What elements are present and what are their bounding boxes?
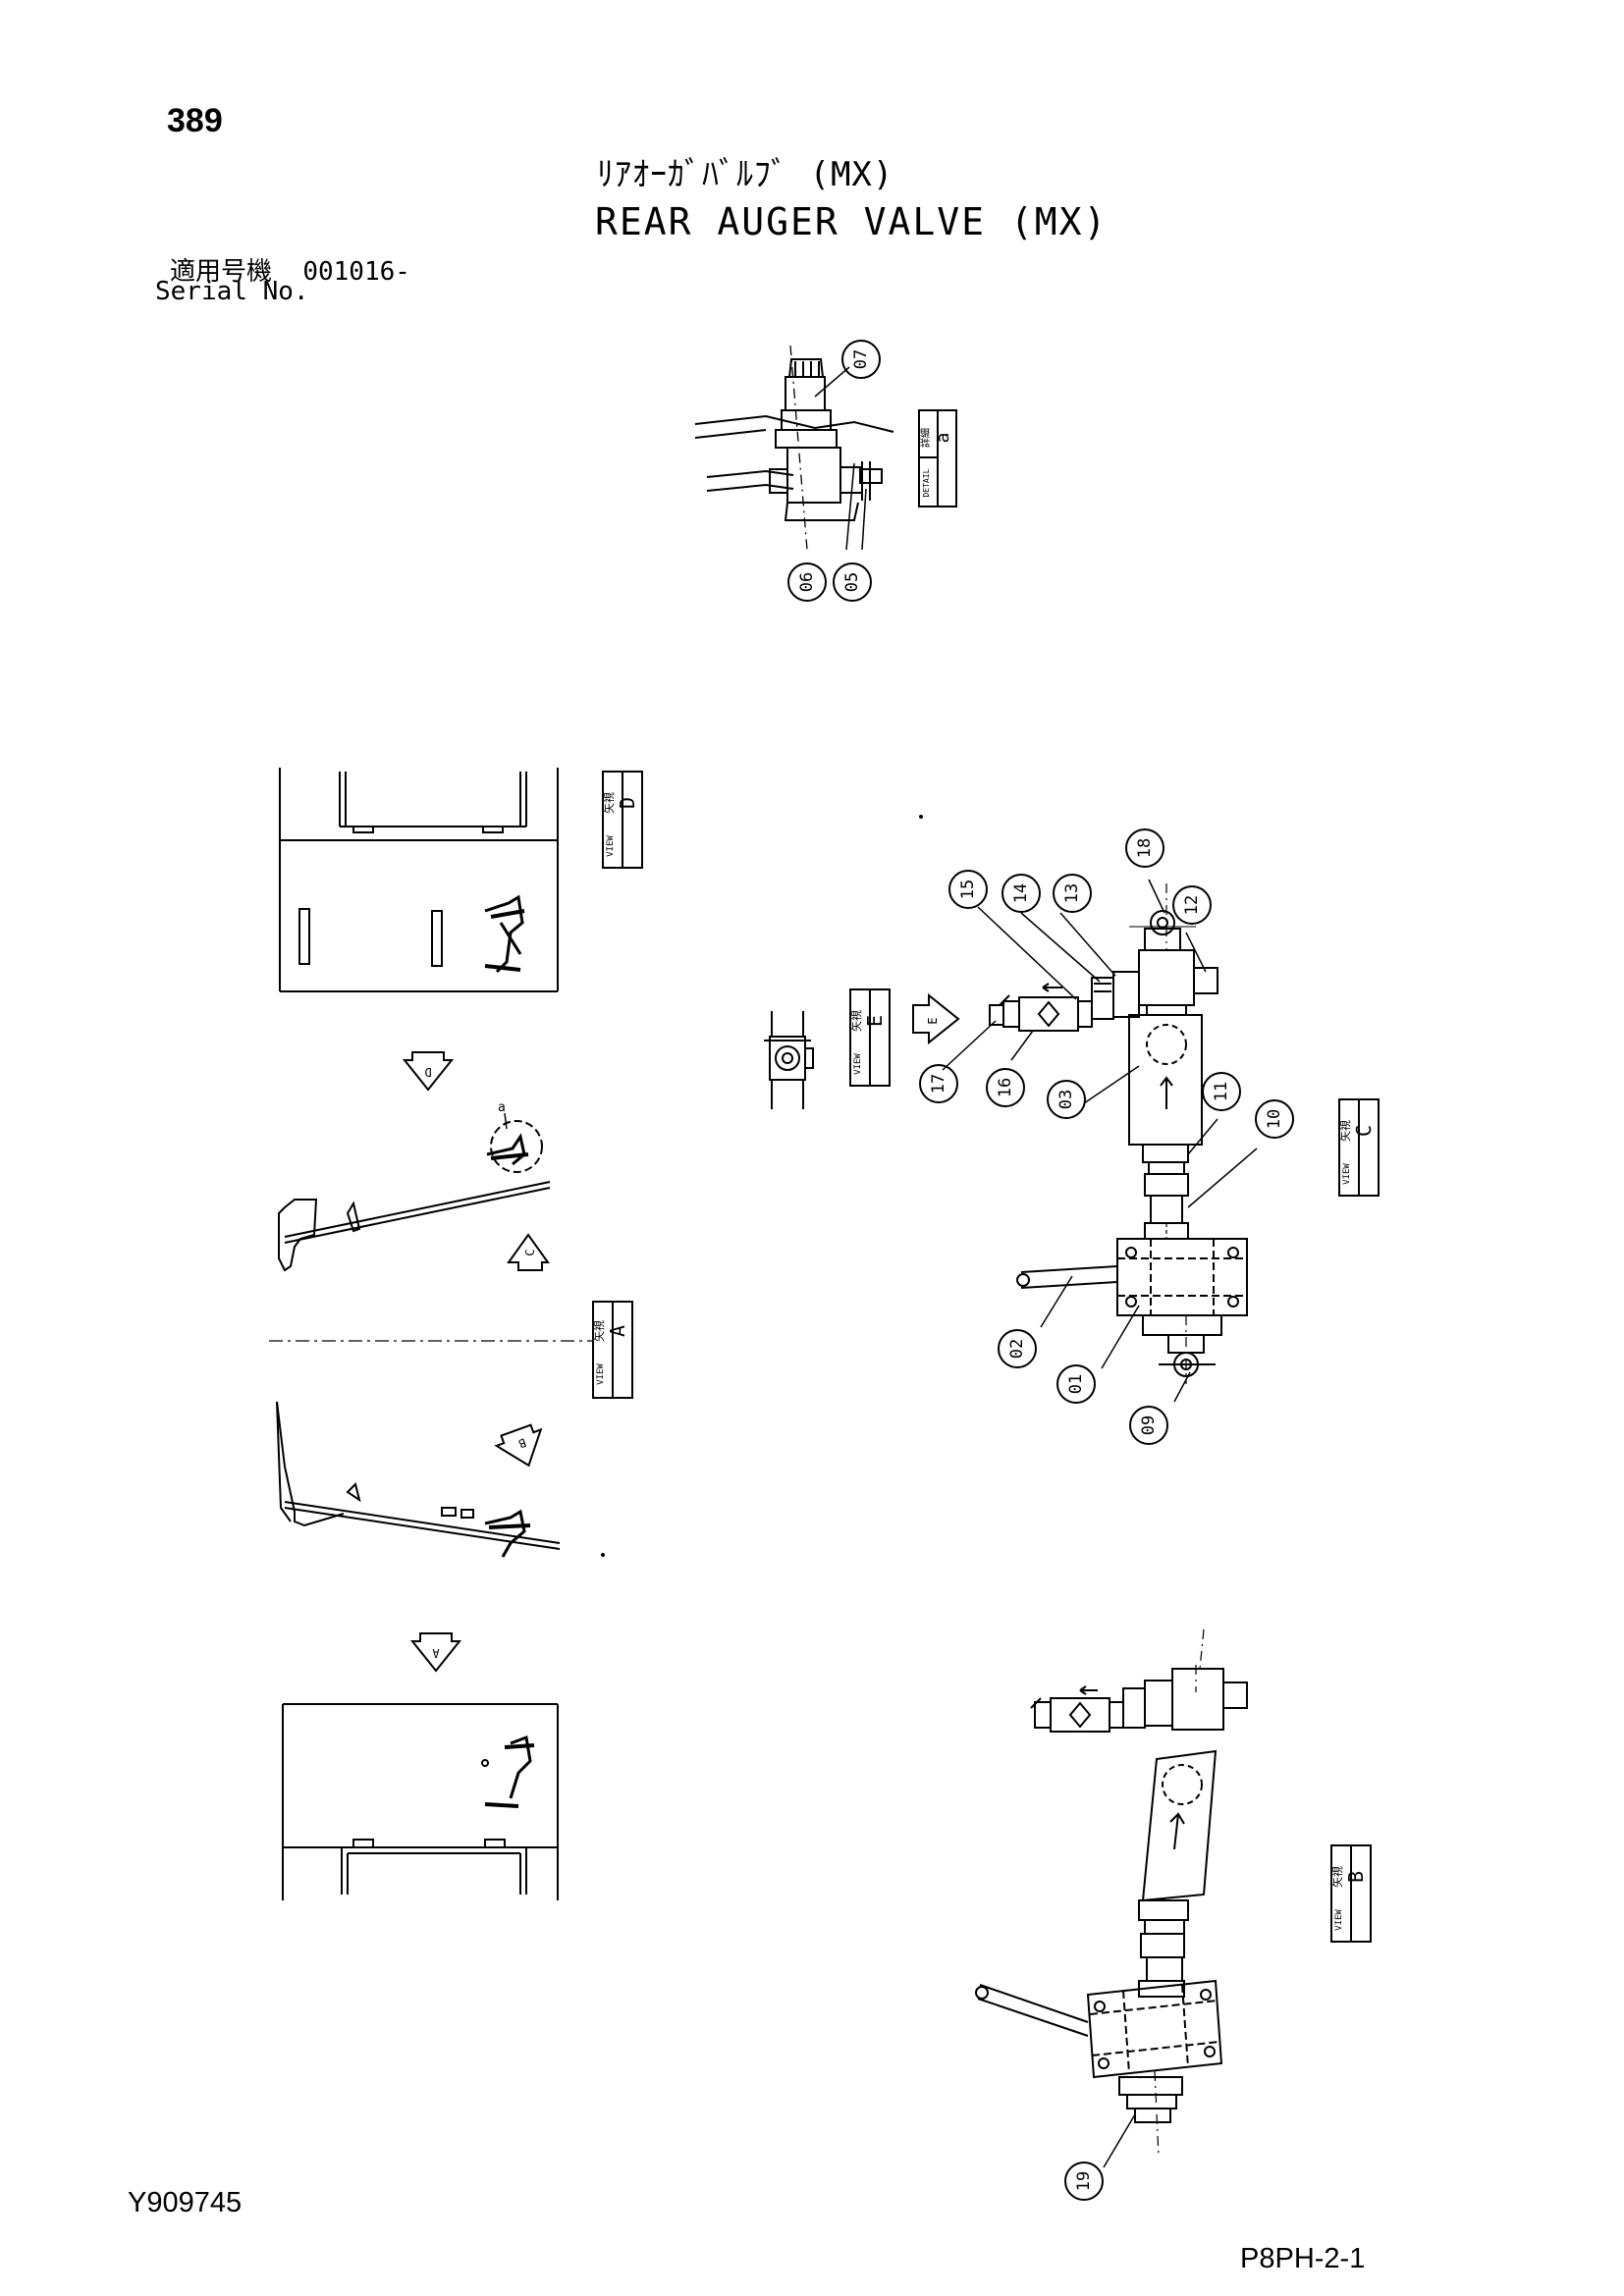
detail-letter-a: a — [933, 433, 953, 444]
callout-07-text: 07 — [851, 349, 871, 369]
arrow-c-letter: C — [523, 1249, 537, 1255]
serial-value: 001016- — [302, 257, 410, 287]
view-d-letter: D — [616, 797, 639, 809]
callout-06-text: 06 — [797, 572, 817, 592]
callout-19-text: 19 — [1074, 2171, 1094, 2191]
callout-17-text: 17 — [929, 1074, 948, 1094]
view-b-letter: B — [1344, 1871, 1368, 1883]
callout-15-text: 15 — [958, 880, 978, 899]
view-d-drawing — [279, 768, 559, 992]
view-b-label-box: 矢視 VIEW B — [1330, 1844, 1372, 1943]
callout-02-text: 02 — [1007, 1339, 1027, 1359]
callout-12: 12 — [1172, 885, 1212, 925]
callout-09: 09 — [1129, 1406, 1168, 1445]
view-a-letter: A — [606, 1325, 629, 1337]
view-b-drawing — [975, 1629, 1248, 2157]
callout-11: 11 — [1202, 1072, 1241, 1111]
detail-word-text: DETAIL — [922, 468, 931, 497]
view-a-arrow: A — [409, 1632, 462, 1673]
callout-03: 03 — [1047, 1080, 1086, 1119]
callout-01: 01 — [1056, 1364, 1096, 1404]
view-a-word: VIEW — [596, 1363, 606, 1385]
view-c-arrow: C — [507, 1233, 550, 1271]
view-b-jp: 矢視 — [1330, 1866, 1344, 1888]
view-a-label-box: 矢視 VIEW A — [592, 1301, 633, 1399]
callout-10-text: 10 — [1265, 1109, 1284, 1129]
view-plan-lower-drawing — [282, 1703, 559, 1900]
callout-13: 13 — [1053, 874, 1092, 913]
callout-06: 06 — [787, 562, 827, 602]
callout-07: 07 — [841, 340, 881, 379]
serial-jp-label: 適用号機 — [170, 257, 273, 287]
view-e-arrow: E — [912, 992, 960, 1045]
callout-03-text: 03 — [1056, 1090, 1076, 1109]
view-a-jp: 矢視 — [592, 1320, 606, 1342]
detail-a-view — [694, 345, 894, 551]
view-c-drawing — [989, 883, 1248, 1384]
view-a-lower-drawing — [276, 1401, 561, 1558]
callout-09-text: 09 — [1139, 1415, 1159, 1435]
page-code: P8PH-2-1 — [1240, 2243, 1366, 2274]
callout-02: 02 — [998, 1329, 1037, 1368]
detail-a-label-box: 詳細 DETAIL a — [918, 409, 957, 507]
callout-01-text: 01 — [1066, 1374, 1086, 1394]
callout-11-text: 11 — [1212, 1082, 1231, 1101]
callout-17: 17 — [919, 1064, 958, 1103]
view-a-upper-drawing: a — [278, 1100, 551, 1272]
view-c-letter: C — [1352, 1125, 1376, 1137]
view-c-word: VIEW — [1342, 1163, 1352, 1185]
view-e-letter: E — [863, 1015, 887, 1027]
callout-18-text: 18 — [1135, 838, 1155, 858]
stray-mark — [601, 1553, 605, 1557]
view-e-label-box: 矢視 VIEW E — [849, 988, 891, 1087]
callout-16: 16 — [986, 1068, 1025, 1107]
view-b-word: VIEW — [1334, 1909, 1344, 1931]
callout-15: 15 — [948, 870, 988, 909]
callout-12-text: 12 — [1182, 895, 1202, 915]
view-d-jp: 矢視 — [602, 792, 616, 814]
view-e-jp: 矢視 — [849, 1010, 863, 1032]
view-d-arrow: D — [402, 1051, 455, 1092]
page-number: 389 — [167, 102, 223, 139]
title-english: REAR AUGER VALVE (MX) — [595, 200, 1109, 243]
stray-mark — [919, 815, 923, 819]
view-c-jp: 矢視 — [1338, 1120, 1352, 1142]
callout-19: 19 — [1064, 2162, 1104, 2201]
document-id: Y909745 — [128, 2187, 243, 2218]
callout-13-text: 13 — [1062, 883, 1082, 903]
detail-jp-text: 詳細 — [919, 428, 932, 448]
callout-05-text: 05 — [842, 572, 862, 592]
title-japanese: ﾘｱｵｰｶﾞﾊﾞﾙﾌﾞ (MX) — [597, 155, 894, 194]
callout-18: 18 — [1125, 828, 1164, 868]
arrow-d-letter: D — [424, 1065, 431, 1079]
arrow-e-letter: E — [926, 1017, 940, 1024]
callout-05: 05 — [833, 562, 872, 602]
callout-14: 14 — [1001, 874, 1041, 913]
view-a-detail-marker: a — [498, 1100, 506, 1115]
arrow-b-letter: B — [516, 1435, 528, 1451]
callout-10: 10 — [1255, 1099, 1294, 1139]
view-d-word: VIEW — [606, 835, 616, 857]
view-e-drawing — [764, 1011, 814, 1109]
arrow-a-letter: A — [432, 1646, 440, 1660]
callout-16-text: 16 — [996, 1078, 1015, 1097]
view-e-word: VIEW — [853, 1053, 863, 1075]
serial-label-jp: 適用号機 001016- — [170, 251, 410, 288]
view-b-arrow: B — [494, 1423, 543, 1468]
view-d-label-box: 矢視 VIEW D — [602, 771, 643, 869]
leader-lines — [942, 879, 1258, 2168]
view-c-label-box: 矢視 VIEW C — [1338, 1098, 1380, 1197]
serial-label-en: Serial No. — [155, 277, 309, 306]
callout-14-text: 14 — [1011, 883, 1031, 903]
